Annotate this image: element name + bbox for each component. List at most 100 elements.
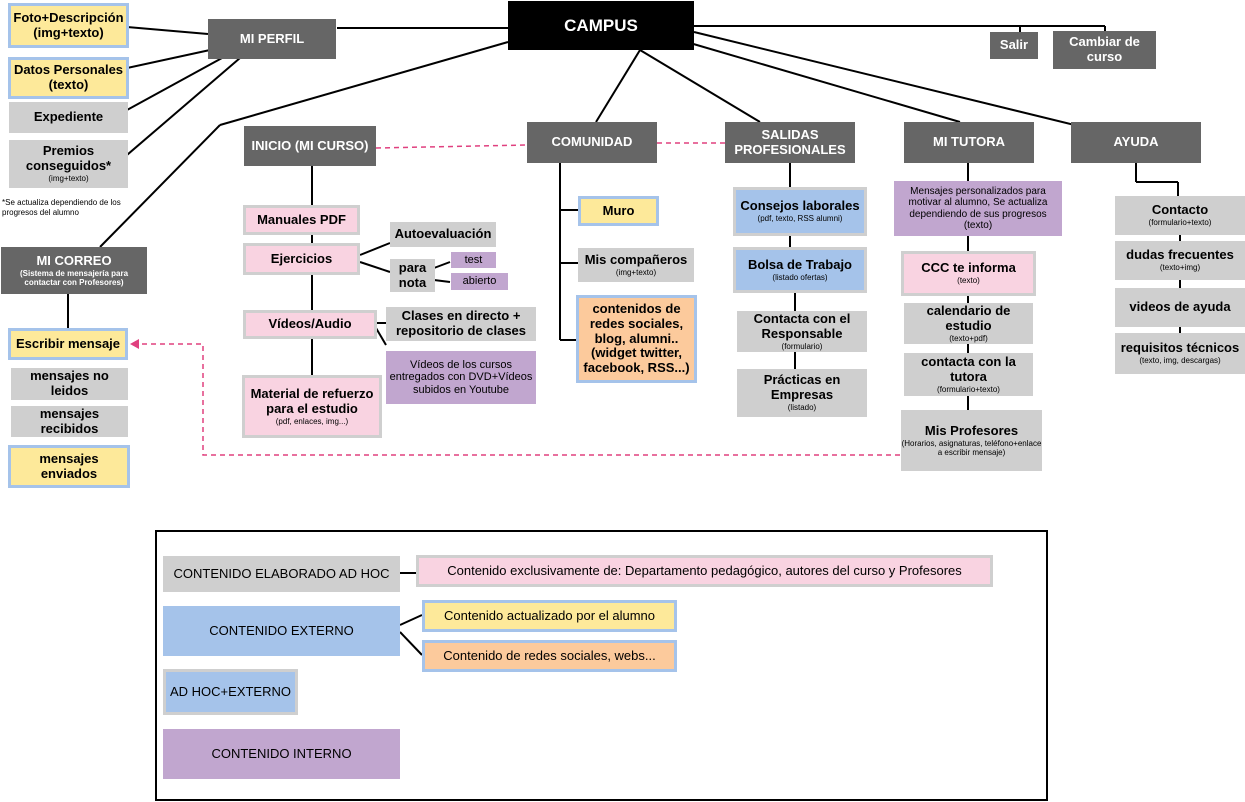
ejercicios-node[interactable]: Ejercicios bbox=[243, 243, 360, 275]
foto-descripcion-label: Foto+Descripción (img+texto) bbox=[13, 9, 124, 40]
inicio-node[interactable]: INICIO (MI CURSO) bbox=[244, 126, 376, 166]
campus-node[interactable]: CAMPUS bbox=[508, 1, 694, 50]
legend-interno-label: CONTENIDO INTERNO bbox=[211, 745, 352, 761]
requisitos-tecnicos-node[interactable]: requisitos técnicos(texto, img, descarga… bbox=[1115, 333, 1245, 374]
legend-adhoc-externo: AD HOC+EXTERNO bbox=[163, 669, 298, 715]
contacta-responsable-sublabel: (formulario) bbox=[781, 341, 823, 351]
bolsa-trabajo-label: Bolsa de Trabajo bbox=[747, 256, 853, 272]
ccc-informa-sublabel: (texto) bbox=[957, 276, 980, 286]
consejos-laborales-label: Consejos laborales bbox=[740, 198, 860, 214]
redes-sociales-node[interactable]: contenidos de redes sociales, blog, alum… bbox=[576, 295, 697, 383]
calendario-estudio-node[interactable]: calendario de estudio(texto+pdf) bbox=[904, 303, 1033, 344]
material-refuerzo-node[interactable]: Material de refuerzo para el estudio(pdf… bbox=[242, 375, 382, 438]
abierto-label: abierto bbox=[462, 275, 497, 288]
mensajes-enviados-node[interactable]: mensajes enviados bbox=[8, 445, 130, 488]
mensajes-recibidos-node[interactable]: mensajes recibidos bbox=[11, 406, 128, 437]
mi-tutora-node[interactable]: MI TUTORA bbox=[904, 122, 1034, 163]
practicas-empresas-sublabel: (listado) bbox=[787, 403, 817, 413]
mi-correo-node[interactable]: MI CORREO(Sistema de mensajería para con… bbox=[1, 247, 147, 294]
mensajes-personalizados-node[interactable]: Mensajes personalizados para motivar al … bbox=[894, 181, 1062, 236]
para-nota-label: para nota bbox=[398, 259, 427, 290]
calendario-estudio-sublabel: (texto+pdf) bbox=[949, 333, 988, 343]
legend-externo-desc1: Contenido actualizado por el alumno bbox=[422, 600, 677, 632]
mi-tutora-label: MI TUTORA bbox=[933, 134, 1005, 150]
comunidad-label: COMUNIDAD bbox=[551, 134, 633, 150]
datos-personales-node[interactable]: Datos Personales (texto) bbox=[8, 57, 129, 99]
mi-perfil-label: MI PERFIL bbox=[239, 30, 305, 46]
mis-companeros-node[interactable]: Mis compañeros(img+texto) bbox=[578, 248, 694, 282]
expediente-node[interactable]: Expediente bbox=[9, 102, 128, 133]
salidas-profesionales-label: SALIDAS PROFESIONALES bbox=[734, 126, 846, 157]
consejos-laborales-sublabel: (pdf, texto, RSS alumni) bbox=[757, 214, 843, 224]
consejos-laborales-node[interactable]: Consejos laborales(pdf, texto, RSS alumn… bbox=[733, 187, 867, 236]
videos-cursos-label: Vídeos de los cursos entregados con DVD+… bbox=[389, 358, 533, 396]
escribir-mensaje-node[interactable]: Escribir mensaje bbox=[8, 328, 128, 360]
muro-label: Muro bbox=[602, 202, 635, 218]
legend-externo-label: CONTENIDO EXTERNO bbox=[209, 622, 354, 638]
mis-profesores-node[interactable]: Mis Profesores(Horarios, asignaturas, te… bbox=[901, 410, 1042, 471]
manuales-pdf-label: Manuales PDF bbox=[257, 211, 346, 227]
material-refuerzo-label: Material de refuerzo para el estudio bbox=[250, 385, 374, 416]
clases-directo-node[interactable]: Clases en directo + repositorio de clase… bbox=[386, 307, 536, 341]
calendario-estudio-label: calendario de estudio bbox=[926, 302, 1011, 333]
para-nota-node[interactable]: para nota bbox=[390, 259, 435, 292]
mis-companeros-sublabel: (img+texto) bbox=[615, 267, 657, 277]
legend-adhoc: CONTENIDO ELABORADO AD HOC bbox=[163, 556, 400, 592]
test-node[interactable]: test bbox=[451, 252, 496, 268]
contacta-tutora-sublabel: (formulario+texto) bbox=[937, 384, 1000, 394]
campus-label: CAMPUS bbox=[564, 15, 638, 35]
mensajes-no-leidos-node[interactable]: mensajes no leidos bbox=[11, 368, 128, 400]
salir-label: Salir bbox=[999, 37, 1029, 53]
clases-directo-label: Clases en directo + repositorio de clase… bbox=[395, 308, 527, 338]
bolsa-trabajo-node[interactable]: Bolsa de Trabajo(listado ofertas) bbox=[733, 247, 867, 293]
mis-companeros-label: Mis compañeros bbox=[584, 251, 688, 267]
mi-correo-sublabel: (Sistema de mensajería para contactar co… bbox=[19, 268, 129, 287]
ccc-informa-node[interactable]: CCC te informa(texto) bbox=[901, 251, 1036, 296]
legend-adhoc-desc: Contenido exclusivamente de: Departament… bbox=[416, 555, 993, 587]
requisitos-tecnicos-sublabel: (texto, img, descargas) bbox=[1139, 356, 1221, 366]
dudas-frecuentes-sublabel: (texto+img) bbox=[1159, 263, 1201, 273]
premios-node[interactable]: Premios conseguidos*(img+texto) bbox=[9, 140, 128, 188]
contacta-responsable-node[interactable]: Contacta con el Responsable(formulario) bbox=[737, 311, 867, 352]
mis-profesores-sublabel: (Horarios, asignaturas, teléfono+enlace … bbox=[901, 438, 1042, 457]
bolsa-trabajo-sublabel: (listado ofertas) bbox=[772, 272, 828, 282]
videos-audio-node[interactable]: Vídeos/Audio bbox=[243, 310, 377, 339]
videos-cursos-node[interactable]: Vídeos de los cursos entregados con DVD+… bbox=[386, 351, 536, 404]
ejercicios-label: Ejercicios bbox=[270, 250, 333, 266]
muro-node[interactable]: Muro bbox=[578, 196, 659, 226]
contacto-node[interactable]: Contacto(formulario+texto) bbox=[1115, 196, 1245, 235]
legend-externo-desc2: Contenido de redes sociales, webs... bbox=[422, 640, 677, 672]
premios-note: *Se actualiza dependiendo de los progres… bbox=[2, 198, 121, 217]
comunidad-node[interactable]: COMUNIDAD bbox=[527, 122, 657, 163]
abierto-node[interactable]: abierto bbox=[451, 273, 508, 290]
legend-interno: CONTENIDO INTERNO bbox=[163, 729, 400, 779]
test-label: test bbox=[464, 253, 483, 266]
foto-descripcion-node[interactable]: Foto+Descripción (img+texto) bbox=[8, 3, 129, 48]
salidas-profesionales-node[interactable]: SALIDAS PROFESIONALES bbox=[725, 122, 855, 163]
ayuda-label: AYUDA bbox=[1113, 134, 1159, 150]
ccc-informa-label: CCC te informa bbox=[921, 260, 1016, 276]
contacto-sublabel: (formulario+texto) bbox=[1148, 218, 1212, 228]
datos-personales-label: Datos Personales (texto) bbox=[13, 62, 124, 92]
legend-adhoc-externo-label: AD HOC+EXTERNO bbox=[170, 683, 291, 699]
dudas-frecuentes-node[interactable]: dudas frecuentes(texto+img) bbox=[1115, 241, 1245, 280]
practicas-empresas-label: Prácticas en Empresas bbox=[763, 372, 841, 403]
material-refuerzo-sublabel: (pdf, enlaces, img...) bbox=[275, 416, 349, 426]
autoevaluacion-node[interactable]: Autoevaluación bbox=[390, 222, 496, 247]
mi-perfil-node[interactable]: MI PERFIL bbox=[208, 19, 336, 59]
mis-profesores-label: Mis Profesores bbox=[924, 422, 1019, 438]
contacta-tutora-label: contacta con la tutora bbox=[921, 353, 1016, 384]
cambiar-curso-button[interactable]: Cambiar de curso bbox=[1053, 31, 1156, 69]
premios-sublabel: (img+texto) bbox=[48, 174, 89, 184]
videos-ayuda-node[interactable]: videos de ayuda bbox=[1115, 288, 1245, 327]
redes-sociales-label: contenidos de redes sociales, blog, alum… bbox=[583, 300, 690, 376]
contacta-responsable-label: Contacta con el Responsable bbox=[753, 310, 851, 341]
practicas-empresas-node[interactable]: Prácticas en Empresas(listado) bbox=[737, 369, 867, 417]
manuales-pdf-node[interactable]: Manuales PDF bbox=[243, 205, 360, 235]
legend-externo-desc1-label: Contenido actualizado por el alumno bbox=[443, 607, 656, 623]
salir-button[interactable]: Salir bbox=[990, 32, 1038, 59]
contacta-tutora-node[interactable]: contacta con la tutora(formulario+texto) bbox=[904, 353, 1033, 396]
ayuda-node[interactable]: AYUDA bbox=[1071, 122, 1201, 163]
inicio-label: INICIO (MI CURSO) bbox=[251, 137, 369, 153]
